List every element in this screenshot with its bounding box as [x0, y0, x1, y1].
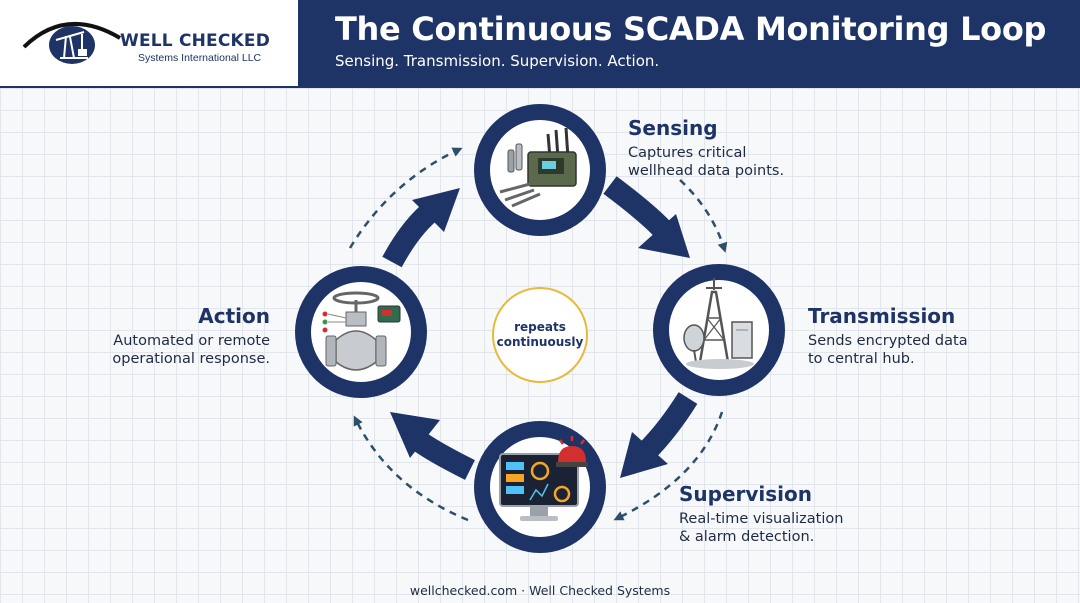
stage-desc-supervision-1: Real-time visualization: [679, 511, 844, 527]
stage-transmission-circle: [653, 264, 785, 396]
arrow-head-supervision-to-action: [390, 412, 440, 458]
valve-actuator-icon: [322, 291, 401, 371]
repeats-badge-line2: continuously: [496, 335, 584, 349]
monitor-alarm-icon: [499, 436, 588, 521]
arrow-supervision-to-action: [408, 429, 475, 480]
stage-title-action: Action: [198, 304, 270, 328]
stage-title-supervision: Supervision: [679, 482, 813, 506]
logo-panel: WELL CHECKED Systems International LLC: [0, 0, 298, 88]
stage-desc-action-1: Automated or remote: [113, 333, 270, 349]
dashed-arrow-transmission-to-supervision: [613, 411, 724, 521]
title-panel: The Continuous SCADA Monitoring Loop Sen…: [298, 0, 1080, 88]
stage-label-sensing: Sensing Captures critical wellhead data …: [628, 116, 784, 180]
footer-text: wellchecked.com · Well Checked Systems: [409, 583, 671, 598]
stage-label-action: Action Automated or remote operational r…: [112, 304, 270, 368]
main-flow-arrows: [382, 176, 698, 480]
sensor-rtu-icon: [499, 127, 577, 208]
repeats-badge: repeats continuously: [492, 287, 588, 383]
stage-title-transmission: Transmission: [808, 304, 956, 328]
stage-desc-sensing-1: Captures critical: [628, 145, 747, 161]
stage-desc-sensing-2: wellhead data points.: [628, 163, 785, 179]
dashed-arrow-action-to-sensing: [348, 147, 463, 249]
stage-title-sensing: Sensing: [628, 116, 718, 140]
outer-dashed-arrows: [348, 147, 728, 522]
page-subtitle: Sensing. Transmission. Supervision. Acti…: [335, 52, 660, 70]
well-checked-logo: [22, 21, 122, 64]
stage-desc-transmission-2: to central hub.: [808, 351, 915, 367]
stage-desc-supervision-2: & alarm detection.: [679, 529, 815, 545]
brand-name: WELL CHECKED: [120, 31, 271, 51]
arrow-head-sensing-to-transmission: [638, 214, 690, 258]
arrow-head-action-to-sensing: [412, 188, 460, 232]
brand-subtitle: Systems International LLC: [138, 52, 262, 64]
radio-tower-icon: [683, 278, 754, 369]
dashed-arrow-supervision-to-action: [353, 415, 469, 522]
arrow-transmission-to-supervision: [638, 392, 698, 460]
stage-desc-transmission-1: Sends encrypted data: [808, 333, 968, 349]
arrow-head-transmission-to-supervision: [620, 432, 668, 478]
repeats-badge-line1: repeats: [514, 320, 566, 334]
page-title: The Continuous SCADA Monitoring Loop: [335, 10, 1047, 48]
dashed-arrow-sensing-to-transmission: [679, 179, 728, 253]
stage-desc-action-2: operational response.: [112, 351, 270, 367]
header: WELL CHECKED Systems International LLC T…: [0, 0, 1080, 88]
stage-label-supervision: Supervision Real-time visualization & al…: [679, 482, 843, 546]
stage-label-transmission: Transmission Sends encrypted data to cen…: [808, 304, 968, 368]
arrow-sensing-to-transmission: [603, 176, 674, 240]
